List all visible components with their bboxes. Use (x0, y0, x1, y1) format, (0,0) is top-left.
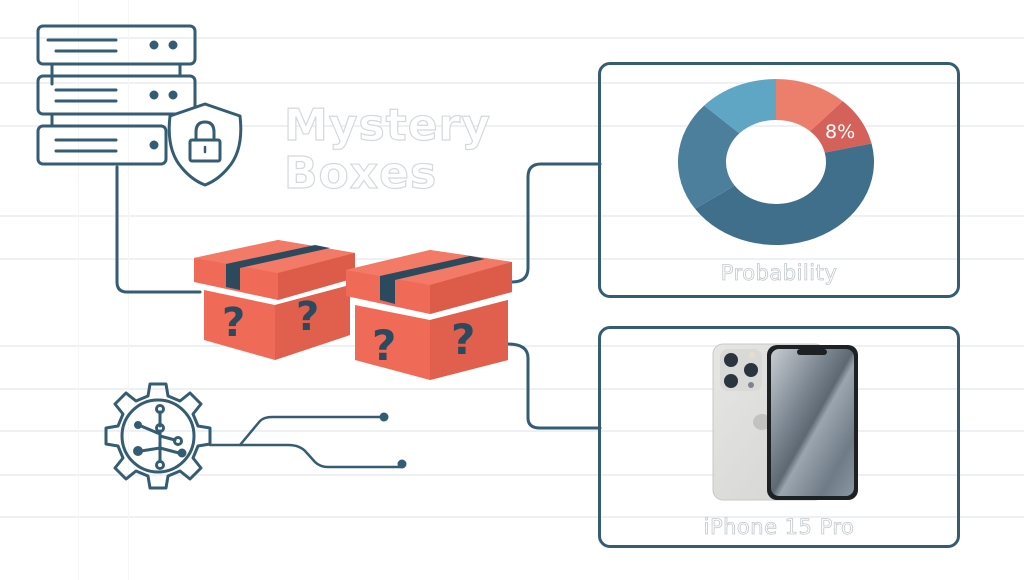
circuit-node-icon (397, 459, 407, 469)
donut-slice-5 (704, 79, 776, 134)
server-rack-icon (36, 24, 197, 166)
connector-boxes-to-prize (506, 342, 602, 430)
title-line-2: Boxes (283, 148, 438, 199)
grid-line (78, 0, 79, 580)
grid-line (0, 430, 1024, 432)
smartphone-image (712, 343, 858, 501)
grid-line (0, 474, 1024, 476)
prize-label: iPhone 15 Pro (703, 515, 855, 540)
grid-line (0, 258, 1024, 260)
grid-line (128, 0, 129, 580)
mystery-box-icon: ? ? (346, 250, 512, 380)
donut-slice-4 (678, 105, 740, 209)
grid-line (0, 37, 1024, 39)
circuit-traces (208, 415, 404, 469)
donut-slice-2 (810, 101, 872, 153)
grid-line (0, 388, 1024, 390)
connector-boxes-to-probability (510, 162, 602, 284)
question-mark-icon: ? (451, 315, 475, 364)
diagram-title: Mystery Boxes (283, 100, 491, 199)
probability-donut-chart: 8% (678, 79, 874, 245)
question-mark-icon: ? (296, 294, 319, 340)
question-mark-icon: ? (372, 321, 396, 370)
donut-slice-1 (776, 79, 843, 132)
probability-card: Probability (598, 62, 960, 298)
connectors (115, 162, 602, 430)
grid-line (0, 82, 1024, 84)
probability-label: Probability (720, 261, 838, 286)
circuit-node-icon (379, 412, 389, 422)
prize-card: iPhone 15 Pro (598, 326, 960, 548)
donut-slice-3 (695, 143, 874, 245)
donut-data-label: 8% (825, 121, 855, 143)
grid-line (0, 516, 1024, 518)
gear-network-icon (104, 382, 212, 490)
grid-line (0, 125, 1024, 127)
title-line-1: Mystery (283, 100, 491, 151)
mystery-box-icon: ? ? (194, 240, 355, 360)
grid-line (0, 345, 1024, 347)
shield-lock-icon (167, 102, 243, 187)
question-mark-icon: ? (222, 300, 245, 346)
connector-server-to-boxes (115, 165, 202, 294)
grid-line (0, 215, 1024, 217)
